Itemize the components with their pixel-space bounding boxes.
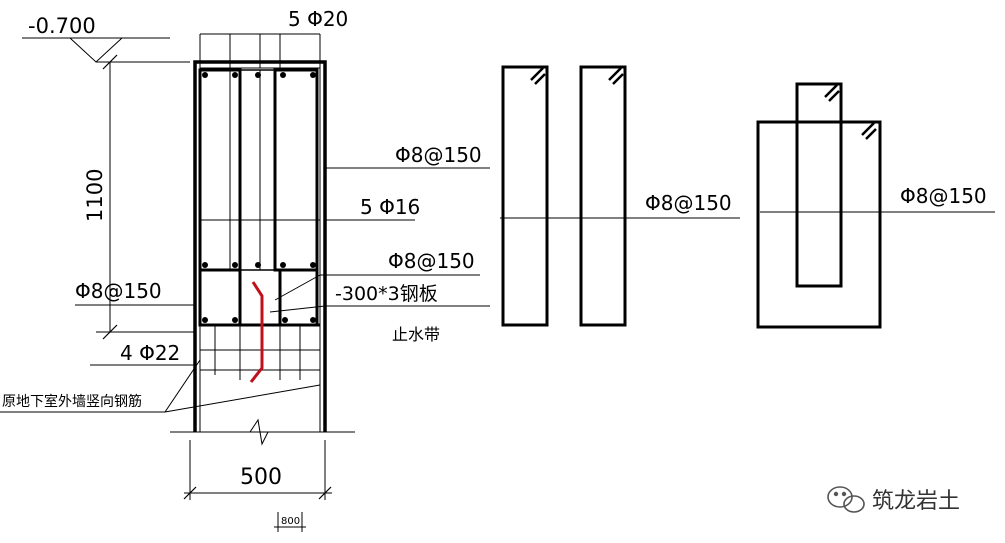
orig-wall-rebar-label: 原地下室外墙竖向钢筋 bbox=[2, 393, 142, 410]
top-rebar-label: 5 Φ20 bbox=[288, 7, 348, 31]
main-section bbox=[0, 33, 490, 532]
water-stop-line bbox=[249, 281, 264, 383]
mid-rebar-label: 5 Φ16 bbox=[360, 195, 420, 219]
watermark-text: 筑龙岩土 bbox=[872, 489, 960, 514]
stirrup-detail-2 bbox=[756, 82, 995, 329]
stirrup-left-label: Φ8@150 bbox=[75, 279, 162, 303]
bottom-rebar-label: 4 Φ22 bbox=[120, 341, 180, 365]
water-stop-label: 止水带 bbox=[392, 325, 440, 344]
stirrup-detail-1 bbox=[500, 65, 740, 327]
height-dim-label: 1100 bbox=[83, 169, 107, 222]
stirrup-detail-1-label: Φ8@150 bbox=[645, 191, 732, 215]
stirrup-upper-label: Φ8@150 bbox=[395, 143, 482, 167]
width-dim-label: 500 bbox=[240, 465, 282, 490]
rebar-dots bbox=[202, 72, 316, 323]
watermark: 筑龙岩土 bbox=[827, 486, 960, 514]
stirrup-mid-label: Φ8@150 bbox=[388, 249, 475, 273]
small-dim-label: 800 bbox=[281, 516, 300, 527]
wechat-icon bbox=[827, 486, 865, 513]
elevation-label: -0.700 bbox=[28, 14, 96, 38]
stirrup-detail-2-label: Φ8@150 bbox=[900, 184, 987, 208]
steel-plate-label: -300*3钢板 bbox=[335, 283, 438, 305]
